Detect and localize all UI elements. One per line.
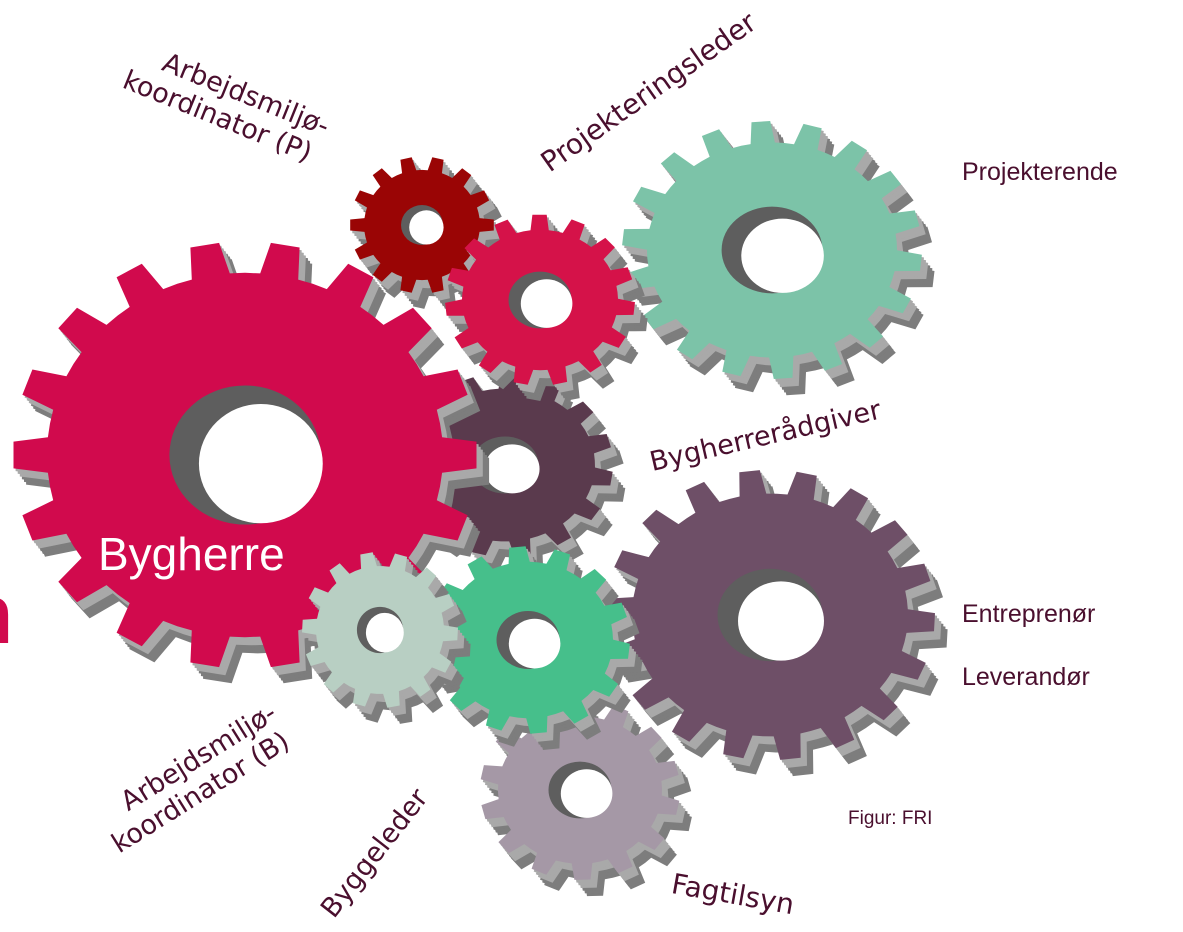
gear-arbejdsmiljo-b-hole-inner — [365, 612, 404, 653]
gear-entreprenor — [605, 470, 948, 777]
gear-projekterende-hole-inner — [741, 218, 824, 293]
gear-projekteringsleder — [445, 214, 648, 401]
gear-arbejdsmiljo-b — [302, 552, 471, 724]
figure-credit: Figur: FRI — [848, 808, 933, 829]
label-projekterende: Projekterende — [962, 158, 1118, 186]
gear-byggeleder-hole-inner — [508, 618, 561, 669]
gear-byggeleder — [426, 546, 643, 750]
gear-projekteringsleder-hole-inner — [520, 279, 573, 328]
label-entreprenor: Entreprenør — [962, 600, 1096, 628]
gear-fagtilsyn-hole-inner — [560, 769, 613, 818]
gear-bygherreraadgiver-hole-inner — [484, 444, 540, 494]
gear-fagtilsyn — [480, 700, 692, 897]
label-edge-fragment: n — [0, 572, 13, 656]
gear-arbejdsmiljo-p-hole-inner — [409, 210, 444, 245]
gear-bygherre-hole-inner — [198, 404, 323, 524]
gear-projekterende — [622, 121, 935, 396]
label-leverandor: Leverandør — [962, 663, 1090, 691]
label-bygherre: Bygherre — [98, 528, 285, 580]
gear-arbejdsmiljo-p — [350, 157, 507, 309]
gear-entreprenor-hole-inner — [738, 581, 824, 661]
